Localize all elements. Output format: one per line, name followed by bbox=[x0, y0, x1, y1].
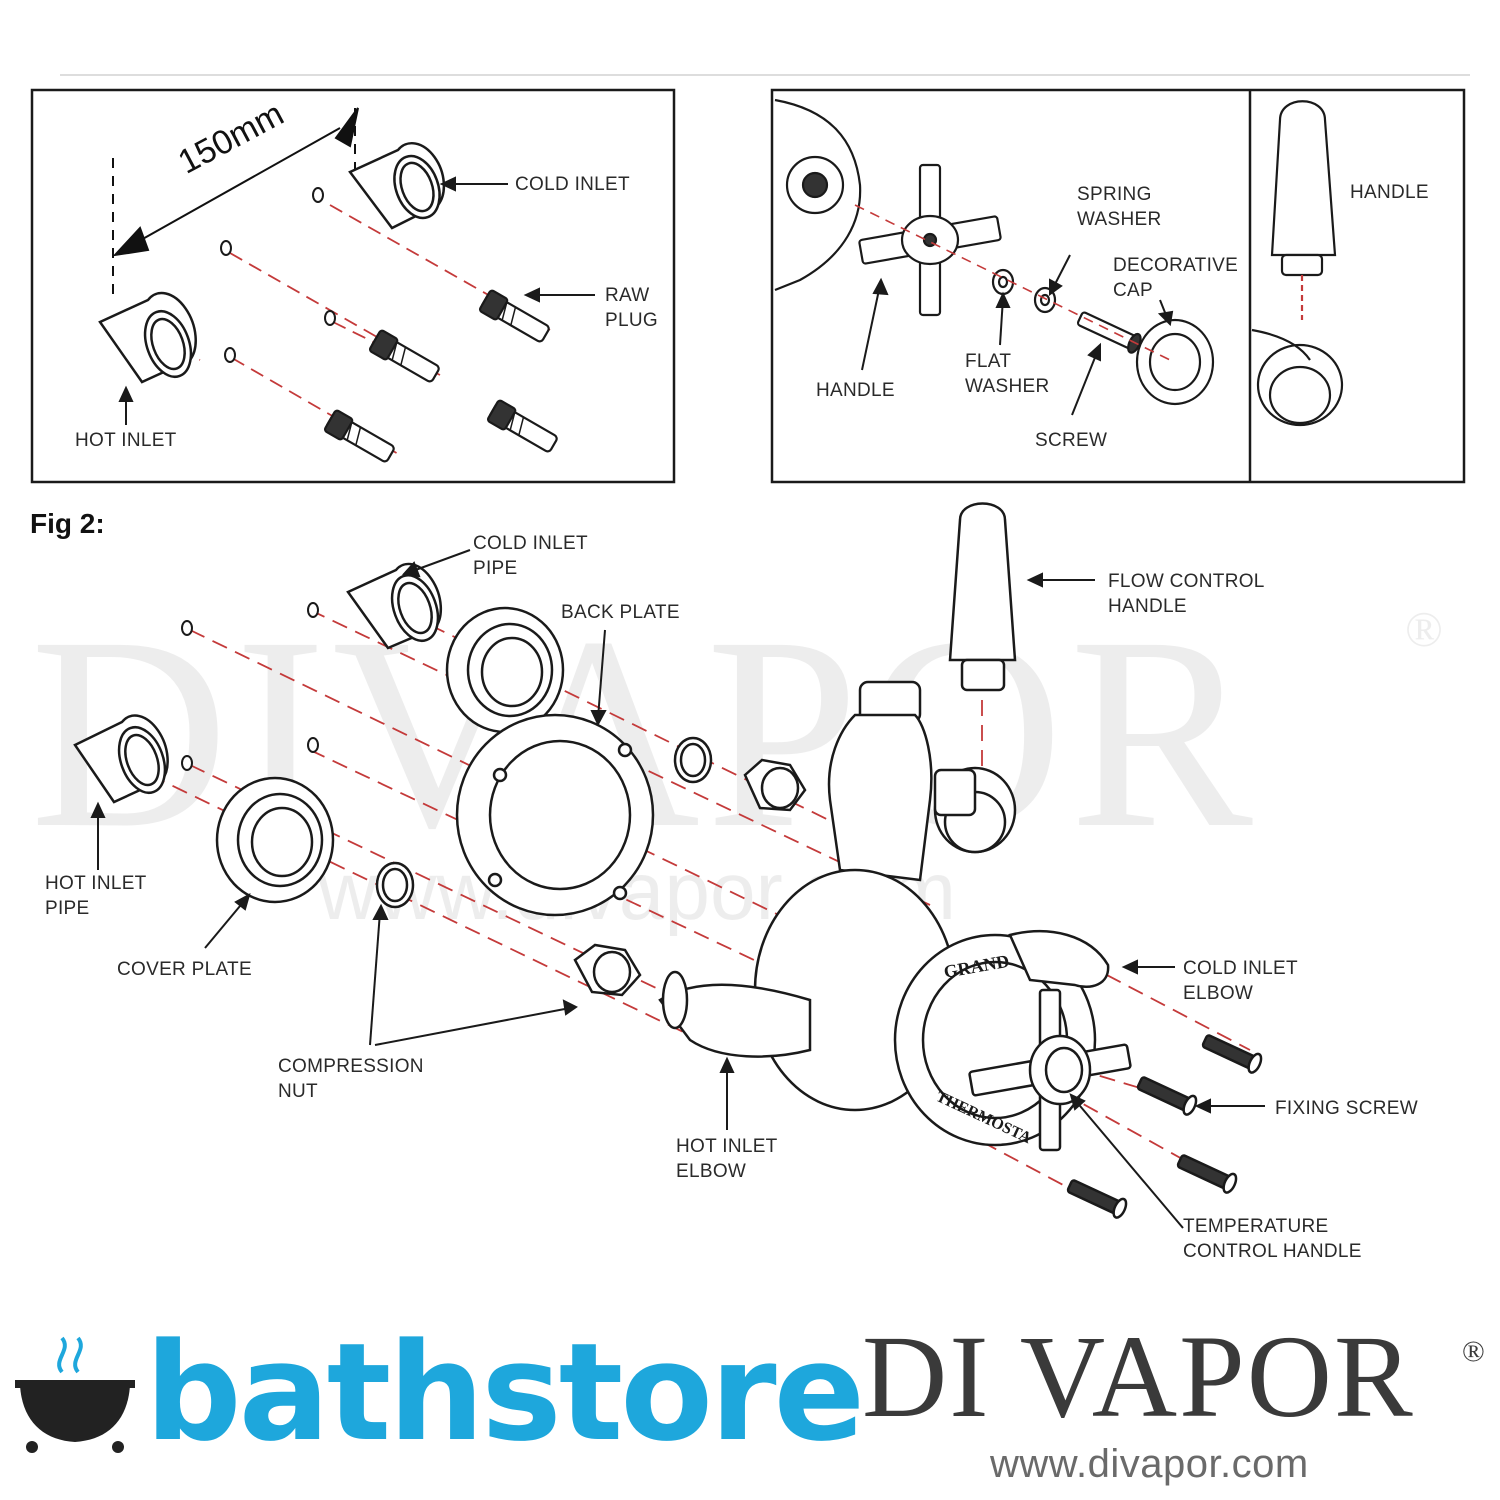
handle-panel bbox=[770, 88, 1466, 484]
label-compression-nut: COMPRESSION NUT bbox=[278, 1056, 424, 1102]
label-fixing-screw: FIXING SCREW bbox=[1275, 1098, 1418, 1119]
label-cold-inlet-pipe: COLD INLET PIPE bbox=[473, 533, 588, 579]
handle-panel-drawing bbox=[774, 98, 1344, 427]
fig2-drawing: GRAND THERMOSTA bbox=[73, 502, 1265, 1229]
label-decorative-cap: DECORATIVE CAP bbox=[1113, 255, 1239, 301]
label-screw: SCREW bbox=[1035, 430, 1108, 451]
label-flat-washer: FLAT WASHER bbox=[965, 351, 1050, 397]
fig1-drawing bbox=[98, 107, 595, 463]
label-handle-lever: HANDLE bbox=[1350, 182, 1429, 203]
bathstore-logo-text: bathstore bbox=[145, 1314, 865, 1471]
label-handle-cross: HANDLE bbox=[816, 380, 895, 401]
label-back-plate: BACK PLATE bbox=[561, 602, 680, 623]
divapor-logo-text: DI VAPOR bbox=[862, 1311, 1415, 1442]
fig2-title: Fig 2: bbox=[30, 508, 105, 539]
label-hot-inlet-elbow: HOT INLET ELBOW bbox=[676, 1136, 778, 1182]
label-raw-plug: RAW PLUG bbox=[605, 285, 658, 331]
label-hot-inlet-pipe: HOT INLET PIPE bbox=[45, 873, 147, 919]
label-spring-washer: SPRING WASHER bbox=[1077, 184, 1162, 230]
label-cold-inlet: COLD INLET bbox=[515, 174, 630, 195]
label-cover-plate: COVER PLATE bbox=[117, 959, 252, 980]
label-flow-control-handle: FLOW CONTROL HANDLE bbox=[1108, 571, 1265, 617]
label-cold-inlet-elbow: COLD INLET ELBOW bbox=[1183, 958, 1298, 1004]
label-hot-inlet: HOT INLET bbox=[75, 430, 177, 451]
bathtub-logo bbox=[15, 1336, 135, 1453]
divapor-registered-mark: ® bbox=[1462, 1335, 1485, 1368]
fig1-panel bbox=[30, 88, 676, 484]
divapor-url: www.divapor.com bbox=[990, 1442, 1309, 1486]
label-temperature-control-handle: TEMPERATURE CONTROL HANDLE bbox=[1183, 1216, 1362, 1262]
